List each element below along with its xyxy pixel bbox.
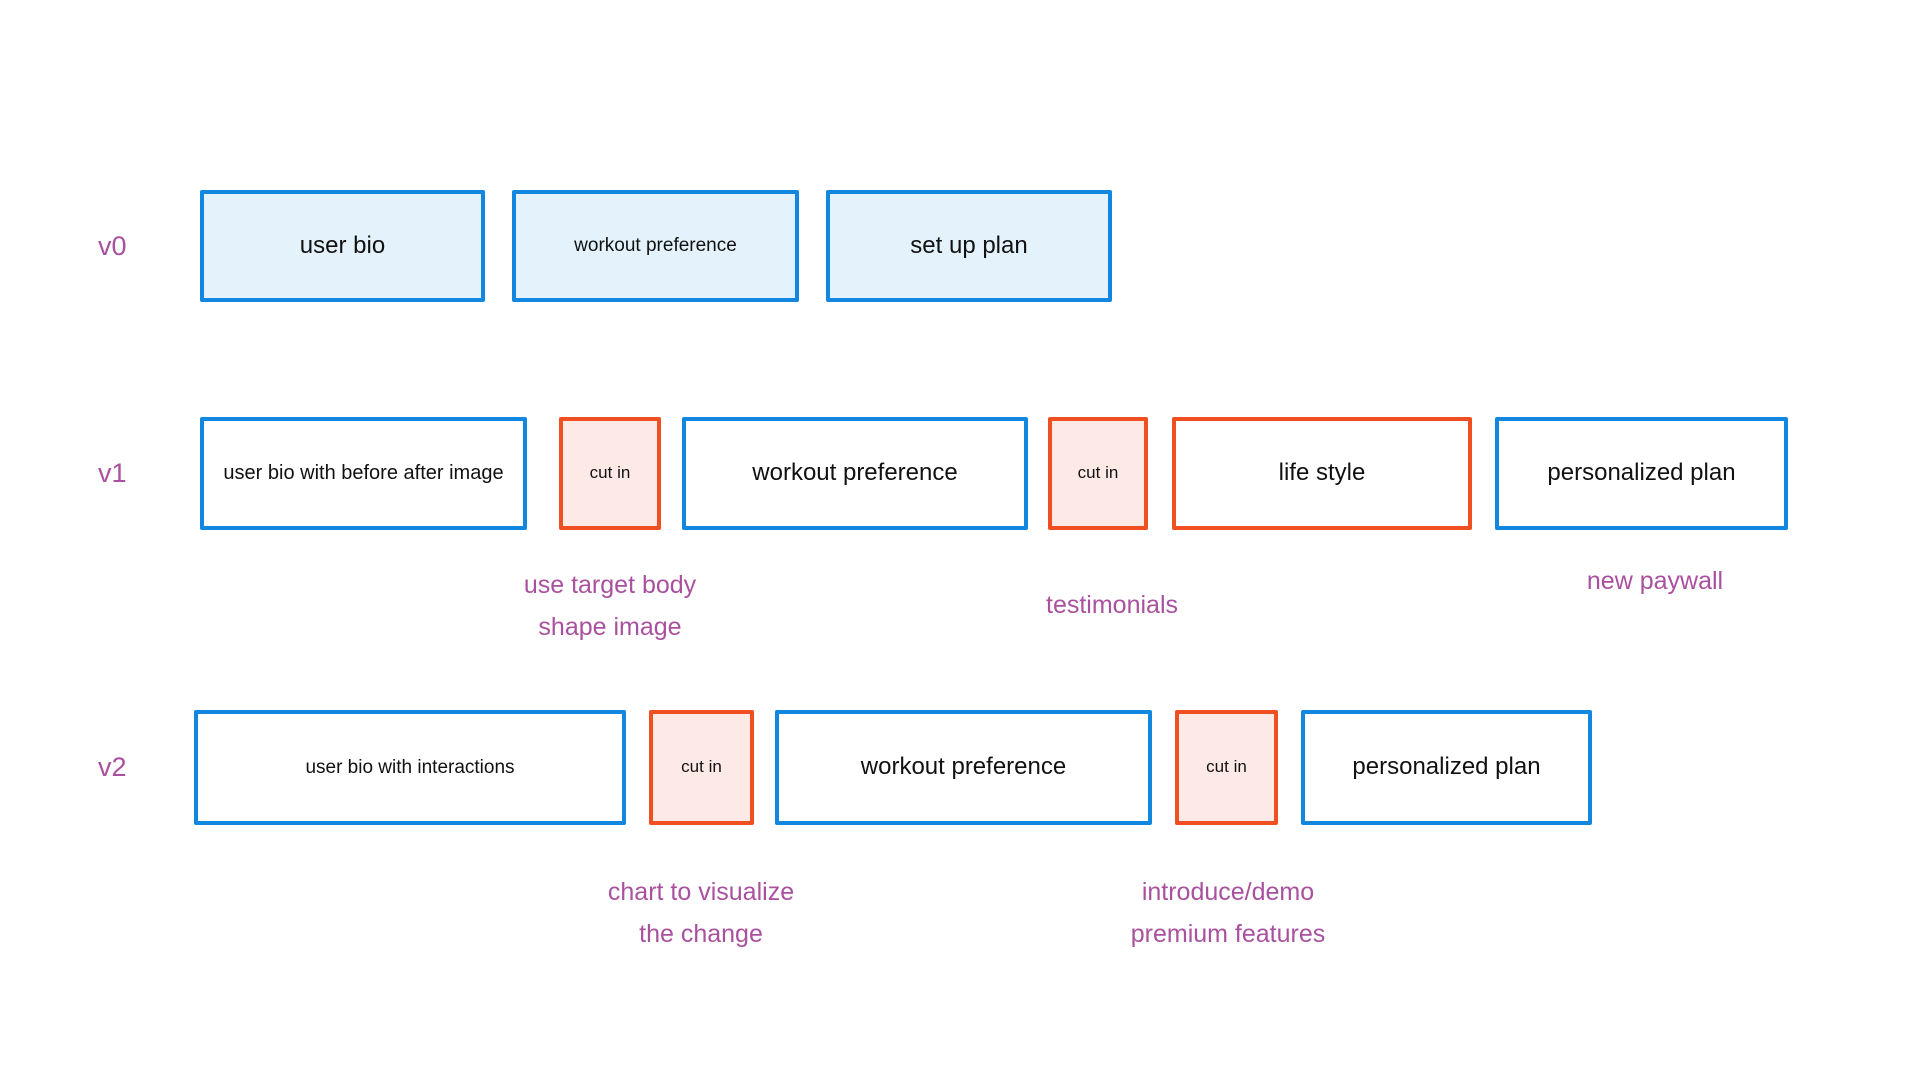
step-box-workout-preference-v1: workout preference [682,417,1028,530]
step-box-user-bio-before-after: user bio with before after image [200,417,527,530]
step-box-workout-preference-v2: workout preference [775,710,1152,825]
step-box-personalized-plan-v1: personalized plan [1495,417,1788,530]
row-label-v2: v2 [98,752,127,782]
step-box-set-up-plan: set up plan [826,190,1112,302]
step-box-user-bio-interactions: user bio with interactions [194,710,626,825]
step-box-user-bio: user bio [200,190,485,302]
annotation-new-paywall: new paywall [1586,567,1724,595]
annotation-use-target-body-shape-image: use target body shape image [523,571,697,641]
row-label-v1: v1 [98,458,127,488]
annotation-chart-to-visualize-change: chart to visualize the change [607,878,795,948]
step-box-life-style: life style [1172,417,1472,530]
cutin-box-v1-first: cut in [559,417,661,530]
cutin-box-v2-second: cut in [1175,710,1278,825]
step-box-personalized-plan-v2: personalized plan [1301,710,1592,825]
cutin-box-v1-second: cut in [1048,417,1148,530]
step-box-workout-preference-v0: workout preference [512,190,799,302]
row-label-v0: v0 [98,230,127,261]
cutin-box-v2-first: cut in [649,710,754,825]
annotation-introduce-demo-premium-features: introduce/demo premium features [1130,878,1326,948]
annotation-testimonials: testimonials [1046,591,1178,619]
